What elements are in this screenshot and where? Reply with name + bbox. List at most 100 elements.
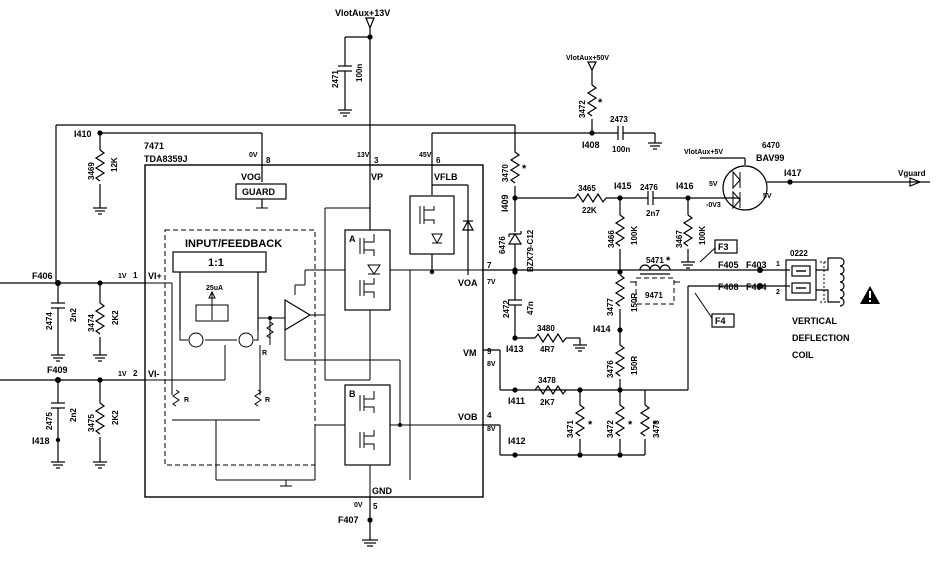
ratio-label: 1:1 [208, 257, 224, 269]
rail-vlotaux-13v: VlotAux+13V 2471 100n [331, 8, 390, 160]
net-label-f405: F405 [718, 260, 739, 270]
d6470-ref: 6470 [762, 141, 780, 150]
pin4-num: 4 [487, 411, 492, 420]
pin8-volt: 0V [249, 152, 258, 159]
pin1-num: 1 [133, 271, 138, 280]
l5471-alt: 9471 [645, 291, 663, 300]
r3469-val: 12K [110, 157, 119, 172]
flyback-supply: VlotAux+50V 3472 * I408 2473 100n 3470 *… [498, 55, 930, 272]
pin1-name: VI+ [148, 271, 162, 281]
pin2-volt: 1V [118, 371, 127, 378]
r3471-ref: 3471 [566, 420, 575, 438]
pin9-volt: 8V [487, 361, 496, 368]
net-label-f404: F404 [746, 282, 767, 292]
r3467-val: 100K [698, 226, 707, 245]
net-label-f407: F407 [338, 515, 359, 525]
ic-ref: 7471 [144, 141, 164, 151]
pin6-num: 6 [436, 156, 441, 165]
d6470-val: BAV99 [756, 153, 784, 163]
r-feedback-label: R [262, 350, 267, 357]
warning-icon [860, 286, 880, 304]
r3478-ref: 3478 [538, 376, 556, 385]
pin6-name: VFLB [434, 172, 458, 182]
connector-0222-ref: 0222 [790, 249, 808, 258]
r3477-val: 150R [630, 293, 639, 312]
coil-label-1: VERTICAL [792, 316, 838, 326]
r3470-star: * [522, 163, 527, 175]
rail-label-50v: VlotAux+50V [566, 55, 609, 62]
c2471-val: 100n [355, 64, 364, 82]
c2474-ref: 2474 [45, 312, 54, 330]
r3469-ref: 3469 [87, 162, 96, 180]
net-i410: I410 3469 12K [55, 124, 516, 282]
net-label-f4: F4 [715, 316, 726, 326]
net-label-i408: I408 [582, 140, 600, 150]
pin3-num: 3 [374, 156, 379, 165]
pin2-name: VI- [148, 369, 160, 379]
c2472-ref: 2472 [502, 300, 511, 318]
pin5-num: 5 [373, 502, 378, 511]
r3478-val: 2K7 [540, 398, 555, 407]
pin8-num: 8 [266, 156, 271, 165]
pin7-num: 7 [487, 261, 492, 270]
c2475-ref: 2475 [45, 412, 54, 430]
amp-b-label: B [349, 389, 356, 399]
r3465-val: 22K [582, 206, 597, 215]
r3480-val: 4R7 [540, 345, 555, 354]
input-network: F406 2474 2n2 3474 2K2 F409 2475 2n2 [0, 271, 145, 469]
r3472-ref: 3472 [606, 420, 615, 438]
r3476-val: 150R [630, 356, 639, 375]
r3467-ref: 3467 [675, 230, 684, 248]
net-label-i417: I417 [784, 168, 802, 178]
rail-label-5v: VlotAux+5V [684, 149, 723, 156]
pin3-volt: 13V [357, 152, 370, 159]
r-left-label: R [184, 397, 189, 404]
ic-7471: 7471 TDA8359J 0V 8 VOG GUARD 13V 3 VP 45… [118, 132, 515, 540]
pin9-name: VM [463, 348, 477, 358]
l5471-ref: 5471 [646, 256, 664, 265]
c2475-val: 2n2 [69, 408, 78, 422]
d6470-vneg: -0V3 [706, 202, 721, 209]
d6476-ref: 6476 [498, 236, 507, 254]
d6476-val: BZX79-C12 [526, 229, 535, 272]
rail-label-13v: VlotAux+13V [335, 8, 390, 18]
net-label-f406: F406 [32, 271, 53, 281]
r3477-ref: 3477 [606, 298, 615, 316]
pin4-name: VOB [458, 412, 478, 422]
pin5-name: GND [372, 486, 393, 496]
guard-label: GUARD [242, 187, 275, 197]
coil-label-3: COIL [792, 350, 814, 360]
pin8-name: VOG [241, 172, 261, 182]
net-label-i418: I418 [32, 436, 50, 446]
ground-f407: F407 [338, 515, 378, 547]
net-label-f409: F409 [47, 365, 68, 375]
pin9-num: 9 [487, 347, 492, 356]
pin2-num: 2 [133, 369, 138, 378]
pin1-volt: 1V [118, 273, 127, 280]
pin6-volt: 45V [419, 152, 432, 159]
coil-pin-2: 2 [776, 289, 780, 296]
c2473-ref: 2473 [610, 115, 628, 124]
r3472-top-star: * [598, 97, 603, 109]
net-label-vguard: Vguard [898, 169, 926, 178]
c2476-ref: 2476 [640, 183, 658, 192]
net-label-i412: I412 [508, 436, 526, 446]
r3466-val: 100K [630, 226, 639, 245]
current-source-label: 25uA [206, 285, 223, 292]
r3475-val: 2K2 [111, 410, 120, 425]
c2472-val: 47n [526, 301, 535, 315]
amp-a-label: A [349, 234, 356, 244]
pin7-name: VOA [458, 278, 478, 288]
c2471-ref: 2471 [331, 70, 340, 88]
net-label-f408: F408 [718, 282, 739, 292]
c2476-val: 2n7 [646, 209, 660, 218]
net-label-i409: I409 [500, 194, 510, 212]
net-label-i411: I411 [508, 396, 525, 406]
r3466-ref: 3466 [607, 230, 616, 248]
net-label-i415: I415 [614, 181, 632, 191]
net-label-i416: I416 [676, 181, 694, 191]
coil-pin-1: 1 [776, 261, 780, 268]
r3480-ref: 3480 [537, 324, 555, 333]
pin4-volt: 8V [487, 426, 496, 433]
